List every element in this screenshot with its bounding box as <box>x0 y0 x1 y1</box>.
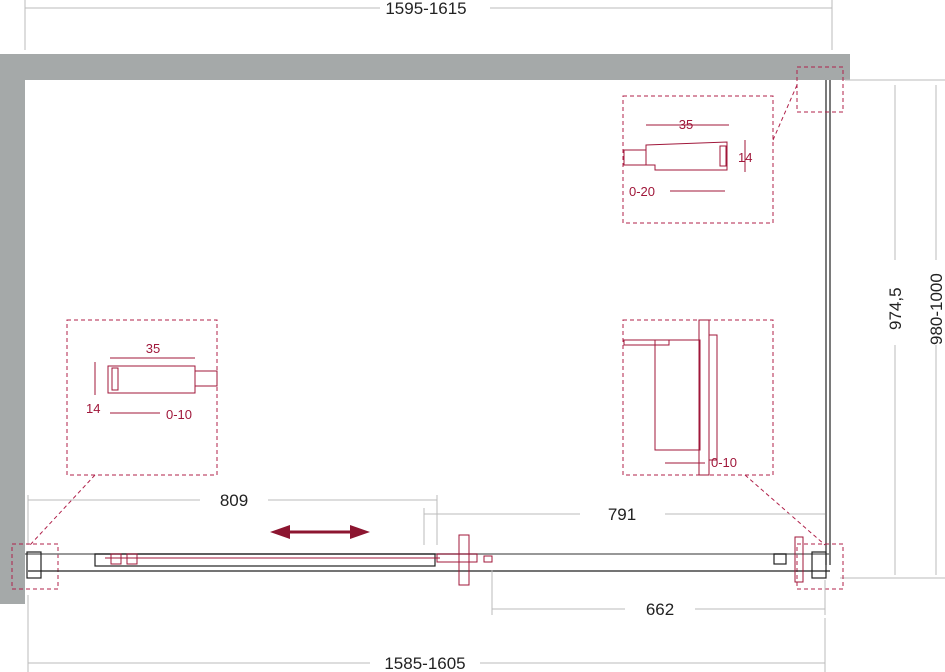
svg-text:14: 14 <box>86 401 100 416</box>
svg-text:1585-1605: 1585-1605 <box>384 654 465 672</box>
svg-text:791: 791 <box>608 505 636 524</box>
door-width-dimension: 809 <box>27 491 438 545</box>
svg-text:1595-1615: 1595-1615 <box>385 0 466 18</box>
svg-text:35: 35 <box>146 341 160 356</box>
height-dimensions: 974,5 980-1000 <box>840 79 945 579</box>
svg-text:14: 14 <box>738 150 752 165</box>
back-wall <box>0 54 850 80</box>
top-width-dimension: 1595-1615 <box>24 0 833 50</box>
svg-text:0-10: 0-10 <box>166 407 192 422</box>
left-wall <box>0 54 25 604</box>
detail-left: 35 14 0-10 <box>29 319 218 546</box>
detail-right: 0-10 <box>622 319 826 546</box>
svg-text:974,5: 974,5 <box>886 287 905 330</box>
detail-top-right: 35 14 0-20 <box>622 66 844 224</box>
bottom-width-dimension: 1585-1605 <box>27 595 826 672</box>
svg-text:0-20: 0-20 <box>629 184 655 199</box>
sliding-direction-arrow <box>270 525 370 539</box>
svg-text:980-1000: 980-1000 <box>927 273 945 345</box>
fixed-width-dimension: 791 <box>423 505 825 545</box>
fixed-panel-dimension: 662 <box>491 570 826 619</box>
svg-text:809: 809 <box>220 491 248 510</box>
svg-text:0-10: 0-10 <box>711 455 737 470</box>
bottom-profile <box>11 534 844 590</box>
svg-text:662: 662 <box>646 600 674 619</box>
svg-text:35: 35 <box>679 117 693 132</box>
